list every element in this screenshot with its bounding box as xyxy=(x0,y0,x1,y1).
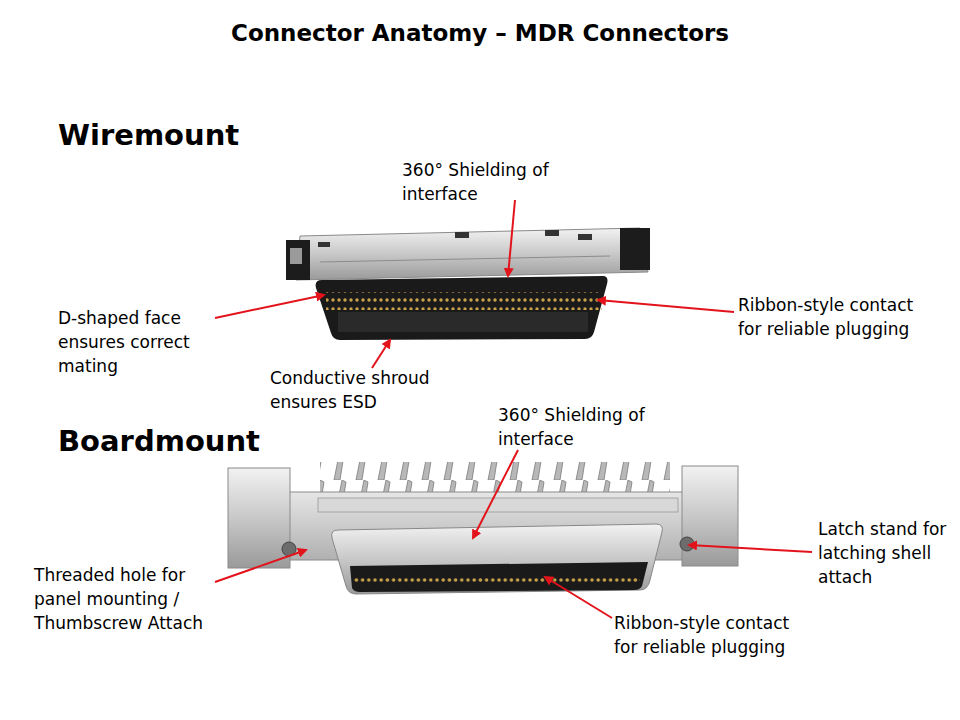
callout-text: Ribbon-style contact for reliable pluggi… xyxy=(614,611,792,659)
callout-text: Threaded hole for panel mounting / Thumb… xyxy=(34,563,206,635)
section-heading: Wiremount xyxy=(58,118,239,152)
callout-text: D-shaped face ensures correct mating xyxy=(58,306,218,378)
callout-text: Ribbon-style contact for reliable pluggi… xyxy=(738,293,916,341)
callout-text: Latch stand for latching shell attach xyxy=(818,517,948,589)
leader-lines xyxy=(215,200,812,618)
callout-text: Conductive shroud ensures ESD xyxy=(270,366,470,414)
wiremount-connector xyxy=(286,228,650,340)
callout-text: 360° Shielding of interface xyxy=(402,158,552,206)
slide-title: Connector Anatomy – MDR Connectors xyxy=(0,18,960,48)
boardmount-connector xyxy=(228,462,738,594)
section-heading: Boardmount xyxy=(58,424,260,458)
callout-text: 360° Shielding of interface xyxy=(498,403,648,451)
